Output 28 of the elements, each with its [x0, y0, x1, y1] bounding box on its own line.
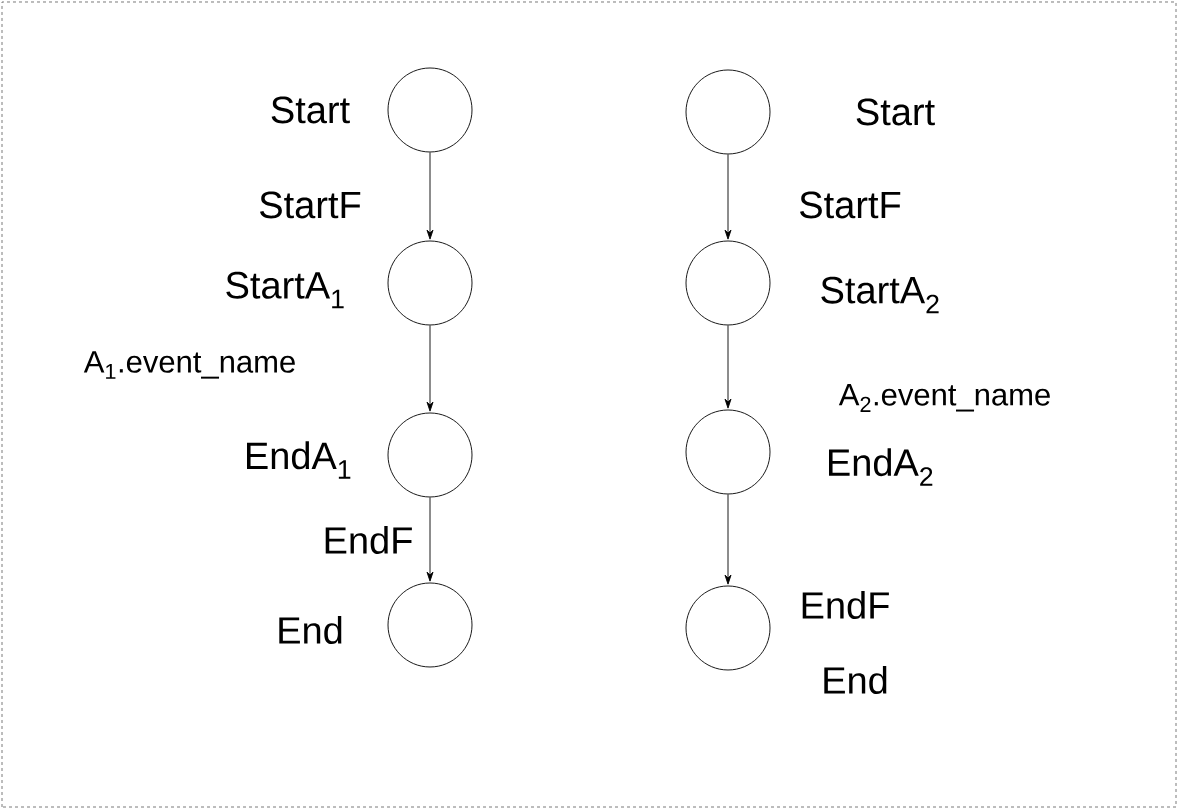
state-circle [685, 69, 771, 155]
state-label: StartA$_{1}$ [226, 271, 344, 309]
state-circle [685, 409, 771, 495]
state-circle [387, 67, 473, 153]
edge-label: A$_{1}$.event_name [83, 351, 295, 379]
state-label: Start [856, 98, 935, 126]
arrow [426, 152, 434, 240]
state-label: Start [271, 96, 350, 124]
state-circle [685, 585, 771, 671]
arrow [426, 325, 434, 412]
edge-label: StartF [800, 191, 901, 219]
state-label: End [824, 666, 887, 694]
edge-label: StartF [260, 191, 361, 219]
state-circle [685, 240, 771, 326]
arrow [724, 494, 732, 585]
state-label: EndA$_{2}$ [829, 448, 933, 486]
arrow [426, 497, 434, 582]
state-label: StartA$_{2}$ [821, 276, 939, 314]
state-label: End [279, 616, 342, 644]
state-label: EndA$_{1}$ [247, 441, 351, 479]
edge-label: EndF [802, 591, 889, 619]
state-circle [387, 240, 473, 326]
edge-label: EndF [325, 526, 412, 554]
state-circle [387, 582, 473, 668]
edge-label: A$_{2}$.event_name [838, 384, 1050, 412]
arrow [724, 325, 732, 409]
arrow [724, 154, 732, 240]
state-circle [387, 412, 473, 498]
